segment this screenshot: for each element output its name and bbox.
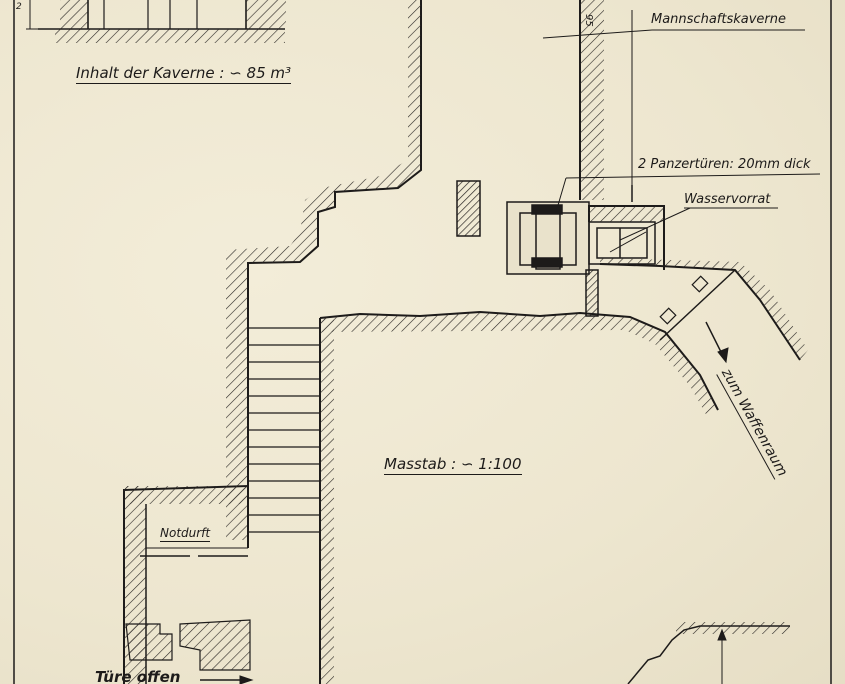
crew-cavern-label: Mannschaftskaverne <box>651 12 787 27</box>
cavern-section-detail <box>26 0 286 43</box>
armored-doors-label: 2 Panzertüren: 20mm dick <box>638 157 811 172</box>
leader-lines <box>542 29 821 241</box>
lower-right-stair-detail <box>627 622 790 684</box>
door-open-label: Türe offen <box>95 668 181 684</box>
cavern-volume-label: Inhalt der Kaverne : ∽ 85 m³ <box>76 64 292 84</box>
passage-to-weapon-room <box>599 258 808 364</box>
dimension-95-label: 95 <box>583 14 594 27</box>
staircase <box>248 327 320 533</box>
dimension-2-label: 2 <box>16 2 22 12</box>
water-supply-label: Wasservorrat <box>684 192 771 207</box>
main-floor <box>319 310 719 684</box>
right-cavern-wall <box>579 0 633 200</box>
water-tank <box>585 205 665 317</box>
toilet-room <box>123 484 254 684</box>
armored-doors <box>506 201 590 275</box>
toilet-label: Notdurft <box>160 526 211 542</box>
scale-label: Masstab : ∽ 1:100 <box>384 455 522 475</box>
pillar <box>456 180 481 237</box>
